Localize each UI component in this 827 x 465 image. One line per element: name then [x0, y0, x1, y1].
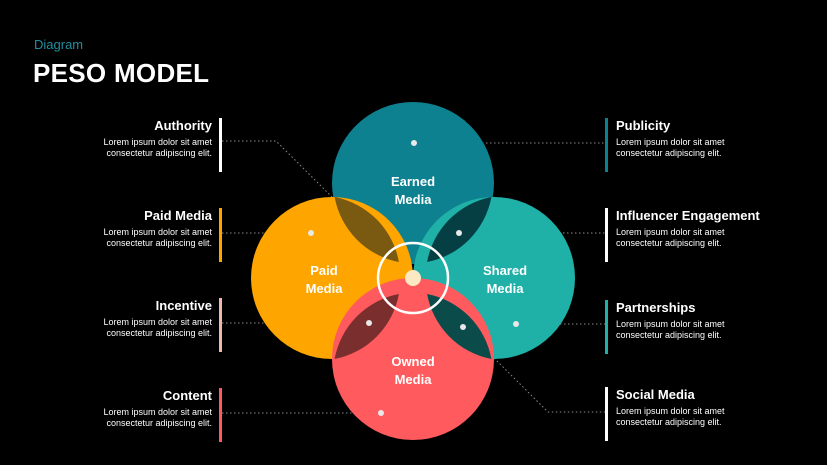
item-title: Paid Media: [144, 208, 212, 223]
item-title: Partnerships: [616, 300, 696, 315]
item-body-line2: consectetur adipiscing elit.: [616, 417, 722, 427]
anchor-dot-publicity: [411, 140, 417, 146]
anchor-dot-incentive: [366, 320, 372, 326]
item-body-line2: consectetur adipiscing elit.: [106, 148, 212, 158]
right-item-influencer-engagement: Influencer Engagement Lorem ipsum dolor …: [605, 208, 816, 262]
center-ring: [376, 241, 450, 315]
accent-bar: [219, 208, 222, 262]
item-body-line1: Lorem ipsum dolor sit amet: [616, 319, 725, 329]
item-body-line2: consectetur adipiscing elit.: [106, 328, 212, 338]
item-title: Content: [162, 388, 212, 403]
accent-bar: [605, 387, 608, 441]
anchor-dot-influencer: [456, 230, 462, 236]
item-body-line1: Lorem ipsum dolor sit amet: [616, 137, 725, 147]
overlap-earned-paid: [334, 197, 399, 262]
page-title: PESO MODEL: [33, 58, 210, 88]
item-body-line2: consectetur adipiscing elit.: [616, 330, 722, 340]
item-body-line1: Lorem ipsum dolor sit amet: [103, 317, 212, 327]
diagram-kicker: Diagram: [34, 37, 84, 52]
paid-media-label-line2: Media: [306, 281, 344, 296]
accent-bar: [219, 298, 222, 352]
accent-bar: [605, 118, 608, 172]
item-title: Authority: [154, 118, 212, 133]
owned-media-label-line1: Owned: [391, 354, 434, 369]
item-title: Publicity: [616, 118, 671, 133]
accent-bar: [219, 388, 222, 442]
item-body-line1: Lorem ipsum dolor sit amet: [616, 406, 725, 416]
item-body-line2: consectetur adipiscing elit.: [106, 418, 212, 428]
accent-bar: [605, 300, 608, 354]
overlap-shared-owned: [427, 294, 492, 359]
earned-media-label-line2: Media: [395, 192, 433, 207]
earned-media-label-line1: Earned: [391, 174, 435, 189]
center-dot: [405, 270, 421, 286]
paid-media-label-line1: Paid: [310, 263, 338, 278]
item-body-line1: Lorem ipsum dolor sit amet: [103, 137, 212, 147]
overlap-paid-owned: [334, 294, 399, 359]
item-body-line1: Lorem ipsum dolor sit amet: [103, 227, 212, 237]
owned-media-label-line2: Media: [395, 372, 433, 387]
anchor-dot-content: [378, 410, 384, 416]
item-title: Social Media: [616, 387, 695, 402]
overlap-earned-shared: [427, 197, 492, 262]
accent-bar: [219, 118, 222, 172]
shared-media-label-line1: Shared: [483, 263, 527, 278]
anchor-dot-paid-media: [308, 230, 314, 236]
item-body-line2: consectetur adipiscing elit.: [106, 238, 212, 248]
accent-bar: [605, 208, 608, 262]
item-body-line2: consectetur adipiscing elit.: [616, 148, 722, 158]
item-title: Incentive: [155, 298, 212, 313]
item-body-line1: Lorem ipsum dolor sit amet: [616, 227, 725, 237]
item-title: Influencer Engagement: [616, 208, 760, 223]
shared-media-label-line2: Media: [487, 281, 525, 296]
item-body-line1: Lorem ipsum dolor sit amet: [103, 407, 212, 417]
anchor-dot-partnerships: [513, 321, 519, 327]
anchor-dot-social-media: [460, 324, 466, 330]
item-body-line2: consectetur adipiscing elit.: [616, 238, 722, 248]
